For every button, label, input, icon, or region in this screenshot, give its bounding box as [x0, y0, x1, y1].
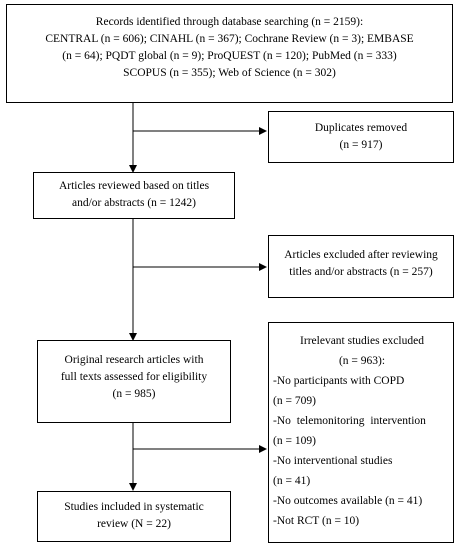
reviewed-line-2: and/or abstracts (n = 1242): [71, 197, 196, 209]
irrelevant-line-7: -No interventional studies: [273, 455, 393, 467]
irrelevant-line-5: -No telemonitoring intervention: [273, 415, 426, 427]
fulltext-assessed-box: Original research articles with full tex…: [37, 340, 231, 423]
fulltext-line-2: full texts assessed for eligibility: [60, 371, 208, 383]
irrelevant-line-6: (n = 109): [273, 435, 316, 447]
irrelevant-line-4: (n = 709): [273, 395, 316, 407]
included-line-2: review (N = 22): [97, 518, 171, 530]
fulltext-line-1: Original research articles with: [64, 354, 204, 366]
irrelevant-line-1: Irrelevant studies excluded: [300, 335, 424, 347]
studies-included-box: Studies included in systematic review (N…: [37, 491, 231, 542]
duplicates-line-1: Duplicates removed: [314, 122, 408, 134]
irrelevant-line-8: (n = 41): [273, 475, 311, 487]
duplicates-removed-box: Duplicates removed (n = 917): [268, 111, 454, 163]
duplicates-line-2: (n = 917): [339, 139, 383, 151]
fulltext-line-3: (n = 985): [112, 388, 156, 400]
irrelevant-line-10: -Not RCT (n = 10): [273, 515, 360, 527]
articles-excluded-titles-box: Articles excluded after reviewing titles…: [268, 235, 454, 298]
irrelevant-line-2: (n = 963):: [338, 355, 386, 367]
reviewed-line-1: Articles reviewed based on titles: [58, 180, 210, 192]
articles-reviewed-box: Articles reviewed based on titles and/or…: [33, 172, 235, 219]
excluded-titles-line-1: Articles excluded after reviewing: [284, 249, 438, 261]
records-line-1: Records identified through database sear…: [95, 16, 364, 28]
included-line-1: Studies included in systematic: [64, 501, 204, 513]
records-line-3: (n = 64); PQDT global (n = 9); ProQUEST …: [62, 50, 397, 62]
irrelevant-line-3: -No participants with COPD: [273, 375, 405, 387]
records-identified-box: Records identified through database sear…: [6, 4, 453, 103]
irrelevant-studies-box: Irrelevant studies excluded (n = 963): -…: [268, 322, 454, 543]
records-line-4: SCOPUS (n = 355); Web of Science (n = 30…: [123, 67, 336, 79]
excluded-titles-line-2: titles and/or abstracts (n = 257): [289, 266, 433, 278]
irrelevant-line-9: -No outcomes available (n = 41): [273, 495, 423, 507]
records-line-2: CENTRAL (n = 606); CINAHL (n = 367); Coc…: [45, 33, 414, 45]
